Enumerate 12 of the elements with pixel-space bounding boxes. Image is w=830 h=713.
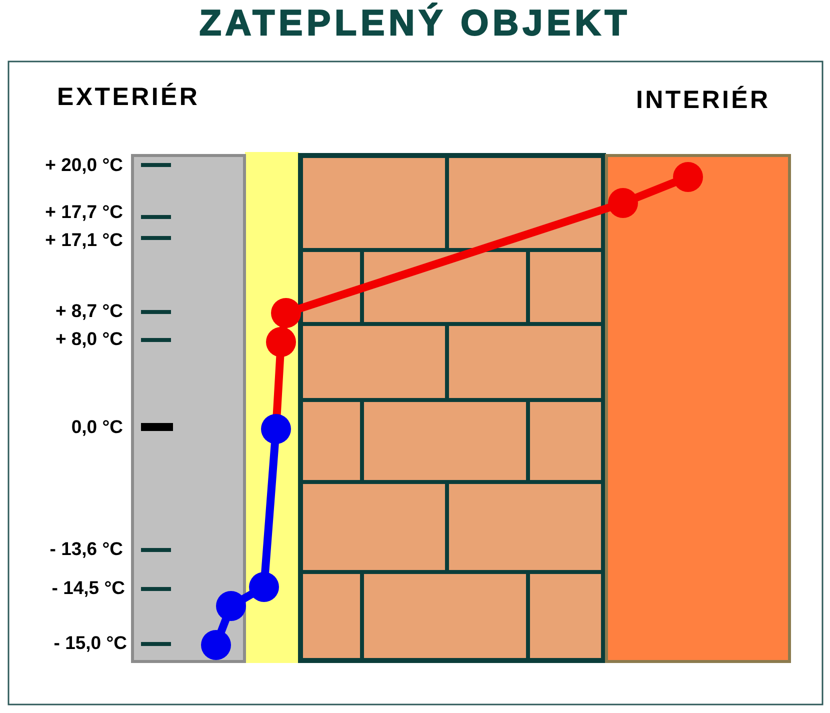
temperature-label: + 8,0 °C [55, 330, 123, 348]
temperature-label: + 17,1 °C [45, 230, 123, 249]
temperature-label: + 20,0 °C [45, 156, 123, 174]
temperature-label: + 8,7 °C [55, 302, 123, 320]
temperature-label: - 14,5 °C [52, 578, 125, 597]
temperature-label: 0,0 °C [71, 418, 123, 436]
temperature-label: + 17,7 °C [45, 202, 123, 221]
zone-label: EXTERIÉR [57, 85, 200, 110]
temperature-label: - 13,6 °C [50, 540, 123, 558]
temperature-label: - 15,0 °C [54, 634, 127, 652]
title: ZATEPLENÝ OBJEKT [198, 5, 632, 41]
zone-label: INTERIÉR [636, 88, 770, 113]
